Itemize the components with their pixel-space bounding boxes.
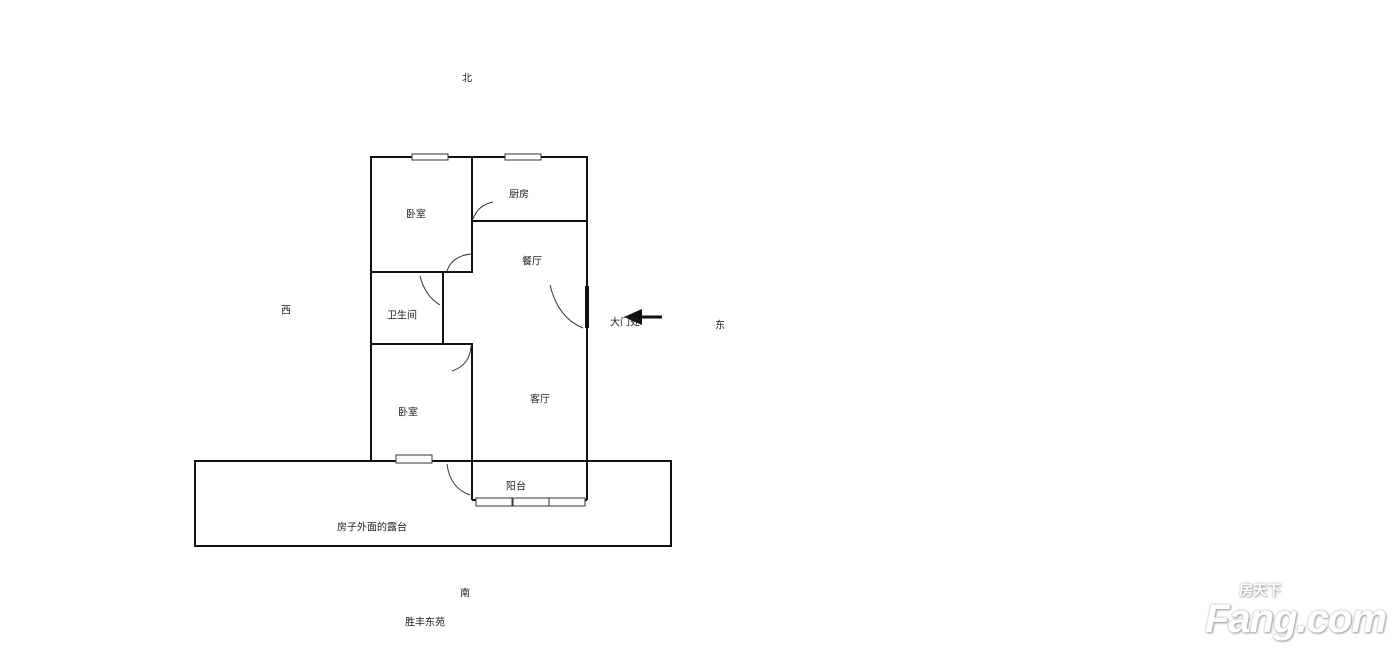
fang-logo: 房天下 Fang.com <box>1205 582 1387 641</box>
compass-west: 西 <box>281 305 291 317</box>
window <box>411 153 449 161</box>
door-swing <box>451 345 472 372</box>
kitchen-walls <box>471 156 588 222</box>
bathroom-walls <box>370 271 444 345</box>
terrace-label: 房子外面的露台 <box>337 522 407 534</box>
bedroom-south-walls <box>370 343 473 462</box>
room-kitchen: 厨房 <box>509 189 529 201</box>
room-bathroom: 卫生间 <box>387 310 417 322</box>
compass-south: 南 <box>460 588 470 600</box>
terrace-outline <box>194 460 672 547</box>
door-swing <box>446 253 472 272</box>
compass-north: 北 <box>462 73 472 85</box>
logo-brand: Fang.com <box>1205 597 1387 641</box>
door-swing <box>446 463 471 496</box>
entrance-arrow-icon <box>624 309 662 325</box>
window <box>475 497 513 507</box>
door-swings <box>419 201 584 496</box>
logo-brand-cn: 房天下 <box>1239 582 1281 598</box>
door-swing <box>549 284 584 329</box>
community-name: 胜丰东苑 <box>405 617 445 629</box>
room-living: 客厅 <box>530 394 550 406</box>
window <box>548 497 586 507</box>
window <box>512 497 550 507</box>
walls <box>194 156 672 547</box>
room-dining: 餐厅 <box>522 256 542 268</box>
compass-east: 东 <box>715 320 725 332</box>
room-bedroom-north: 卧室 <box>406 209 426 221</box>
entrance-label: 大门处 <box>610 317 640 329</box>
door-swing <box>419 275 441 306</box>
window <box>504 153 542 161</box>
window <box>395 454 433 464</box>
bedroom-north-walls <box>370 156 473 273</box>
room-balcony: 阳台 <box>506 481 526 493</box>
windows <box>395 153 586 507</box>
door-swing <box>472 201 494 220</box>
room-bedroom-south: 卧室 <box>398 407 418 419</box>
